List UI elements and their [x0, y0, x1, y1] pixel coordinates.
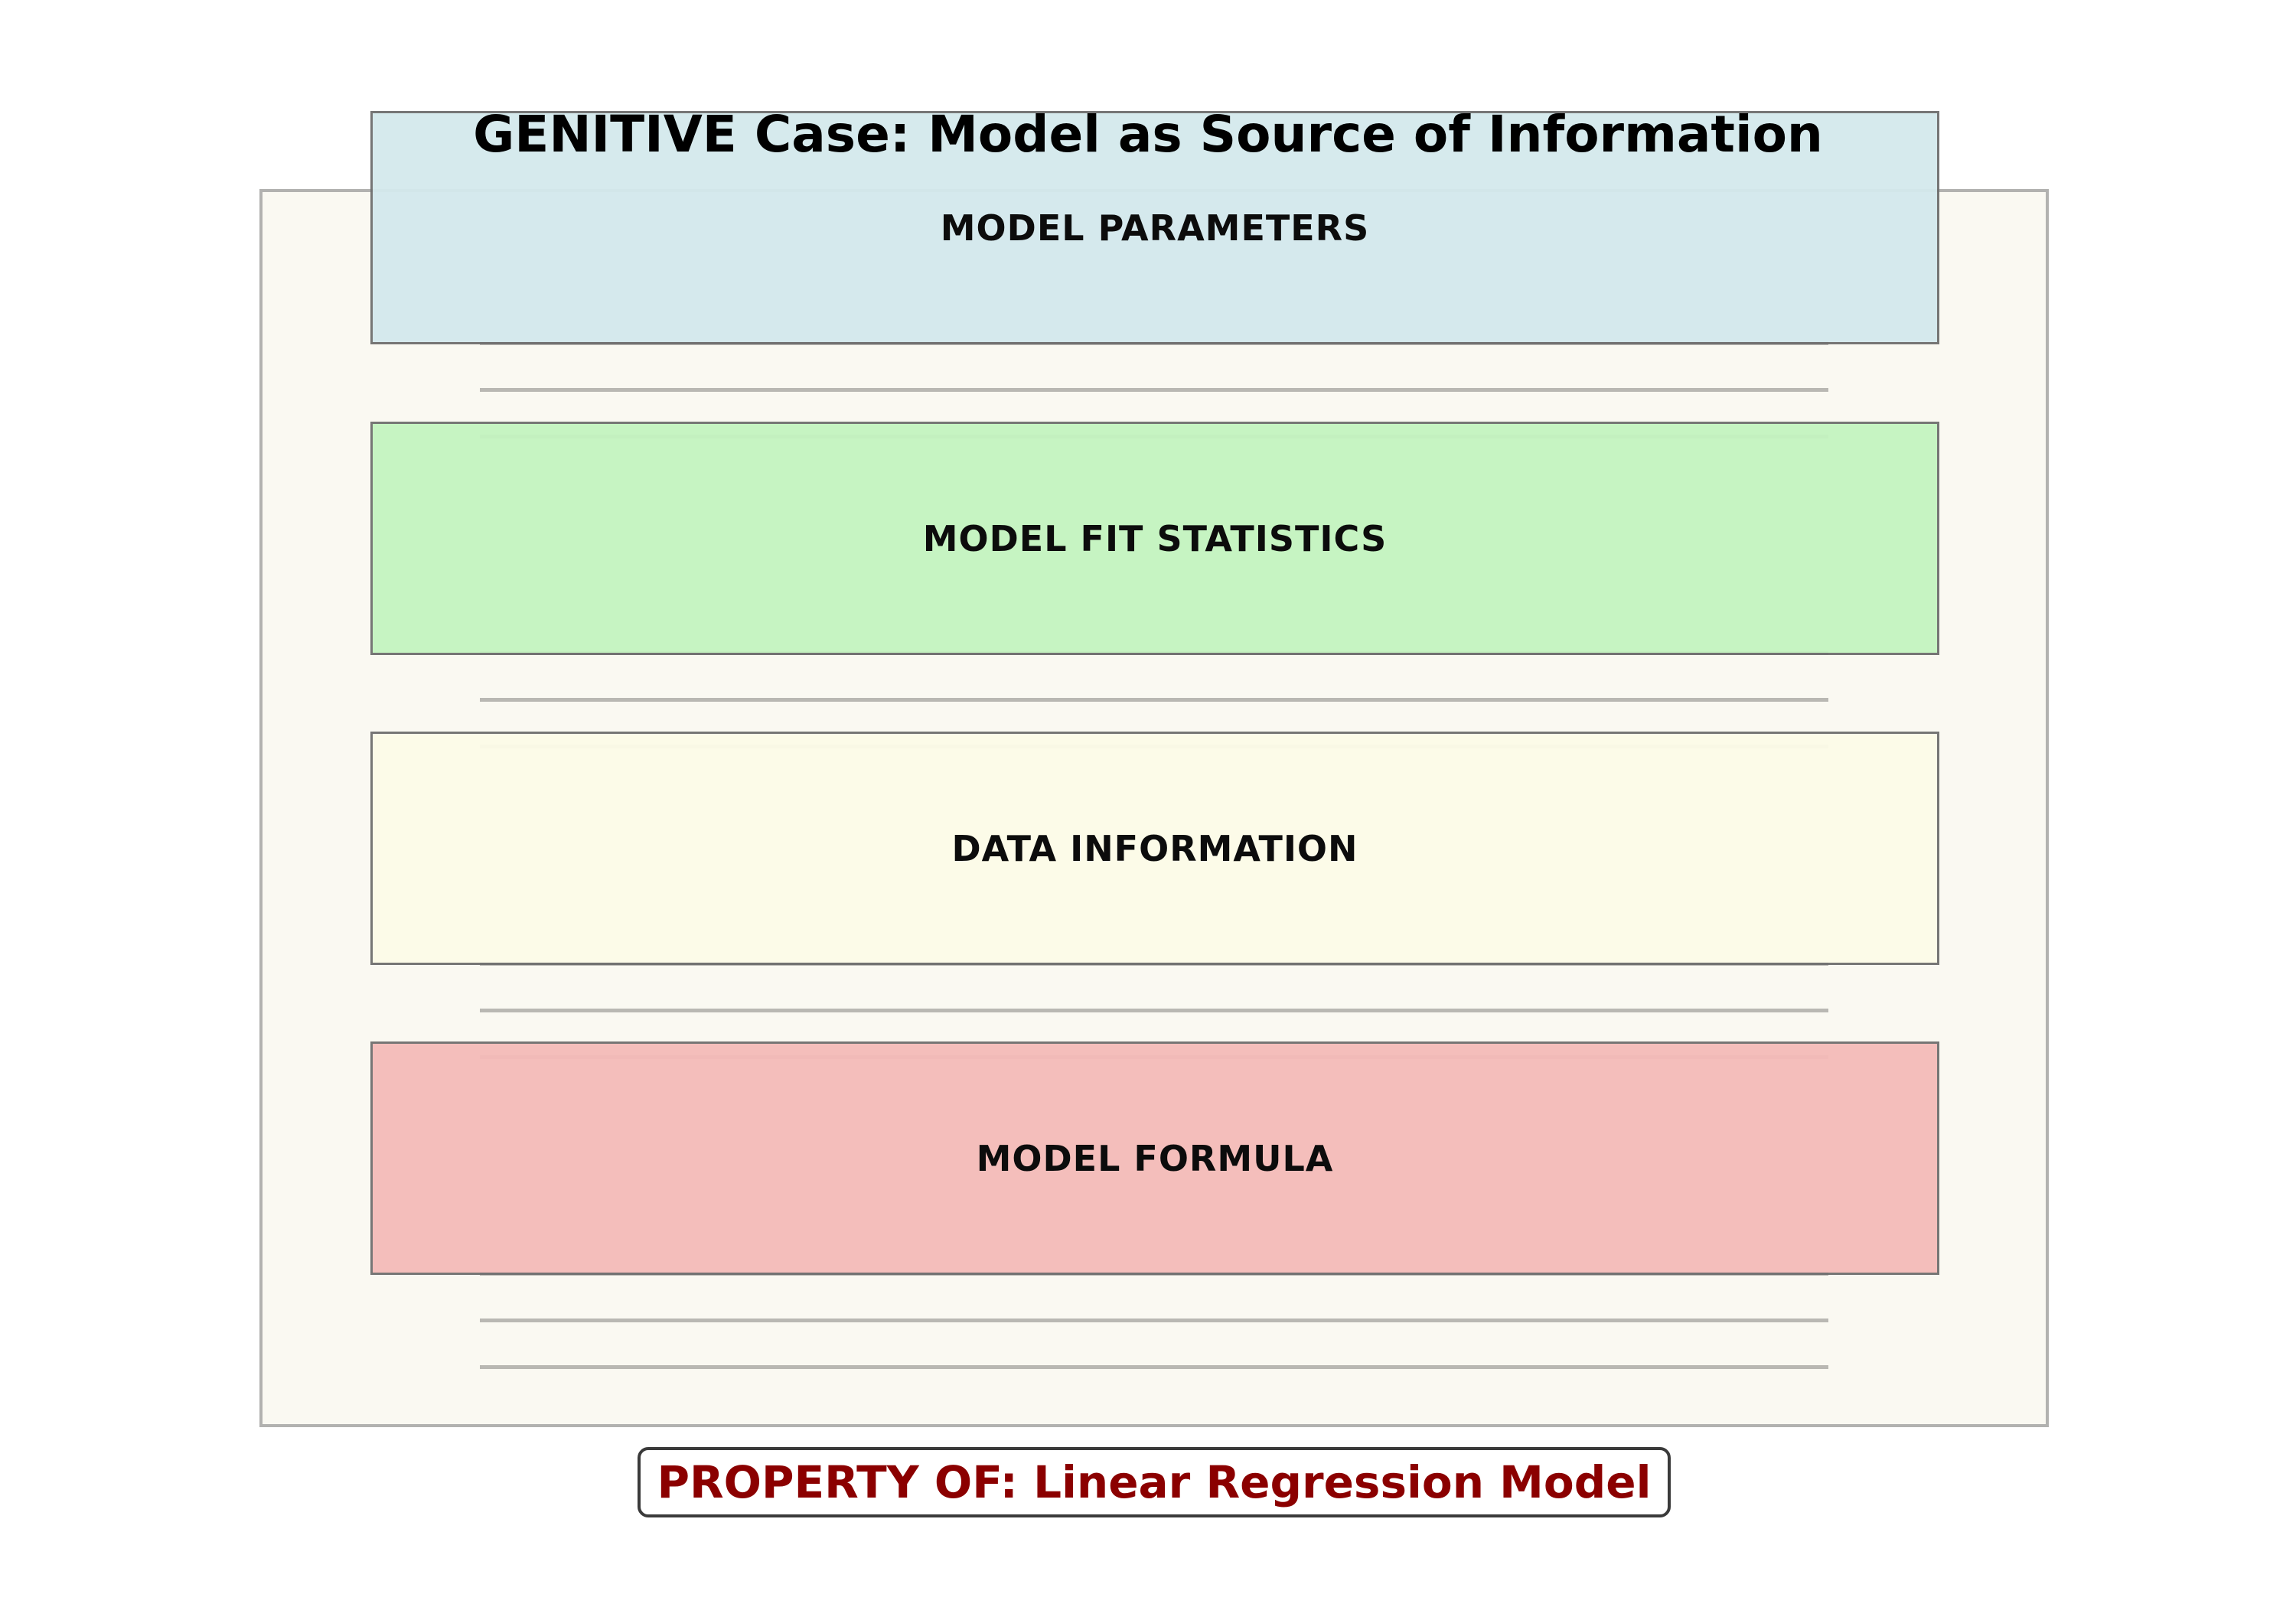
section-model-parameters: MODEL PARAMETERS	[370, 111, 1939, 344]
document-rule-line	[480, 698, 1828, 702]
document-rule-line	[480, 1319, 1828, 1322]
document-rule-line	[480, 1009, 1828, 1012]
document-rule-line	[480, 1365, 1828, 1369]
owner-label: PROPERTY OF: Linear Regression Model	[657, 1456, 1652, 1508]
section-label: MODEL PARAMETERS	[940, 207, 1370, 249]
section-data-information: DATA INFORMATION	[370, 732, 1939, 965]
section-label: MODEL FORMULA	[976, 1137, 1334, 1179]
section-label: MODEL FIT STATISTICS	[922, 517, 1388, 559]
document-rule-line	[480, 388, 1828, 392]
owner-badge: PROPERTY OF: Linear Regression Model	[638, 1447, 1671, 1517]
section-label: DATA INFORMATION	[951, 827, 1358, 869]
diagram-title: GENITIVE Case: Model as Source of Inform…	[473, 105, 1823, 164]
section-model-fit-statistics: MODEL FIT STATISTICS	[370, 422, 1939, 655]
section-model-formula: MODEL FORMULA	[370, 1041, 1939, 1275]
